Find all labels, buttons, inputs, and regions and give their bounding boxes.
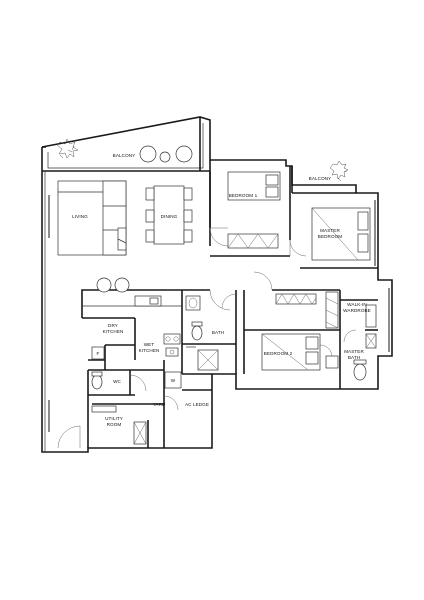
label-master-bath-1: MASTER [344,349,364,354]
label-washer: W [171,378,176,383]
label-master-bath-2: BATH [348,355,360,360]
label-master-bedroom-1: MASTER [320,228,340,233]
kitchen-furniture [91,277,181,360]
bedroom-2-furniture [261,333,321,371]
label-wet-kitchen-2: KITCHEN [139,348,160,353]
living-furniture [57,180,127,256]
door-swings [57,227,357,449]
balcony-furniture [56,138,193,163]
interior-walls [81,160,378,448]
bath-fixtures [185,295,219,371]
label-fridge: F [97,351,100,356]
label-utility-2: ROOM [107,422,122,427]
label-living: LIVING [72,214,88,219]
label-balcony-small: BALCONY [309,176,332,181]
master-bath-fixtures [325,304,377,381]
label-utility-1: UTILITY [105,416,123,421]
label-bedroom-2: BEDROOM 2 [264,351,293,356]
master-bedroom-furniture [311,207,371,261]
label-dining: DINING [161,214,178,219]
label-dry-kitchen-2: KITCHEN [103,329,124,334]
wardrobe-hatch [275,291,339,329]
label-bath: BATH [212,330,224,335]
label-wet-kitchen-1: WET [144,342,155,347]
label-yard: YARD [153,402,166,407]
dining-furniture [145,185,193,245]
label-bedroom-1: BEDROOM 1 [229,193,258,198]
label-ac-ledge: AC LEDGE [185,402,209,407]
label-balcony-main: BALCONY [113,153,136,158]
small-balcony-plant [329,160,349,182]
label-master-bedroom-2: BEDROOM [318,234,343,239]
label-dry-kitchen-1: DRY [108,323,118,328]
outer-walls [41,116,393,453]
label-walk-in-2: WARDROBE [343,308,371,313]
room-labels: BALCONY BALCONY LIVING DINING BEDROOM 1 … [72,153,371,427]
label-wc: WC [113,379,121,384]
bedroom-1-furniture [227,171,281,249]
utility-fixtures [91,371,182,445]
label-walk-in-1: WALK-IN [347,302,367,307]
